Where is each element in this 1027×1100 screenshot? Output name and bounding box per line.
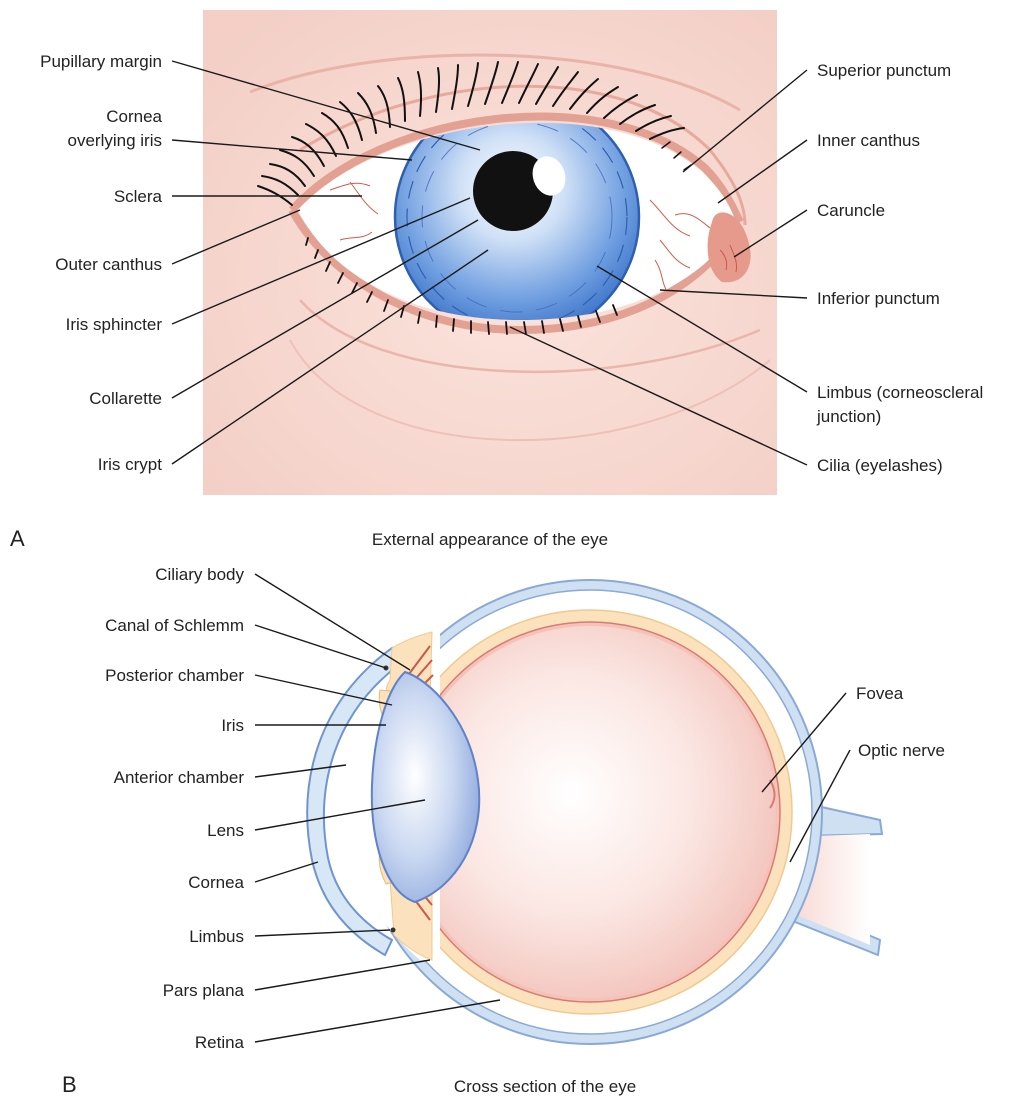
label-inner-canthus: Inner canthus xyxy=(817,131,920,150)
label-posterior-chamber: Posterior chamber xyxy=(105,666,244,685)
label-iris-crypt: Iris crypt xyxy=(98,455,163,474)
panel-a-illustration xyxy=(203,10,777,495)
label-canal-of-schlemm: Canal of Schlemm xyxy=(105,616,244,635)
label-iris: Iris xyxy=(221,716,244,735)
label-iris-sphincter: Iris sphincter xyxy=(66,315,163,334)
label-inferior-punctum: Inferior punctum xyxy=(817,289,940,308)
label-superior-punctum: Superior punctum xyxy=(817,61,951,80)
label-anterior-chamber: Anterior chamber xyxy=(114,768,245,787)
limbus-dot xyxy=(391,928,396,933)
label-lens: Lens xyxy=(207,821,244,840)
label-cornea: Cornea xyxy=(188,873,244,892)
label-pupillary-margin: Pupillary margin xyxy=(40,52,162,71)
label-cornea-line2: overlying iris xyxy=(68,131,162,150)
label-cilia: Cilia (eyelashes) xyxy=(817,456,943,475)
caption-panel-b: Cross section of the eye xyxy=(454,1077,636,1096)
label-pars-plana: Pars plana xyxy=(163,981,245,1000)
label-limbus-line2: junction) xyxy=(816,407,881,426)
label-caruncle: Caruncle xyxy=(817,201,885,220)
label-limbus-line1: Limbus (corneoscleral xyxy=(817,383,983,402)
panel-letter-b: B xyxy=(62,1072,77,1097)
panel-b-illustration xyxy=(307,580,882,1044)
label-cornea-line1: Cornea xyxy=(106,107,162,126)
caption-panel-a: External appearance of the eye xyxy=(372,530,608,549)
label-limbus: Limbus xyxy=(189,927,244,946)
label-fovea: Fovea xyxy=(856,684,904,703)
label-outer-canthus: Outer canthus xyxy=(55,255,162,274)
label-retina: Retina xyxy=(195,1033,245,1052)
label-sclera: Sclera xyxy=(114,187,163,206)
label-optic-nerve: Optic nerve xyxy=(858,741,945,760)
panel-letter-a: A xyxy=(10,526,25,551)
label-collarette: Collarette xyxy=(89,389,162,408)
label-ciliary-body: Ciliary body xyxy=(155,565,244,584)
